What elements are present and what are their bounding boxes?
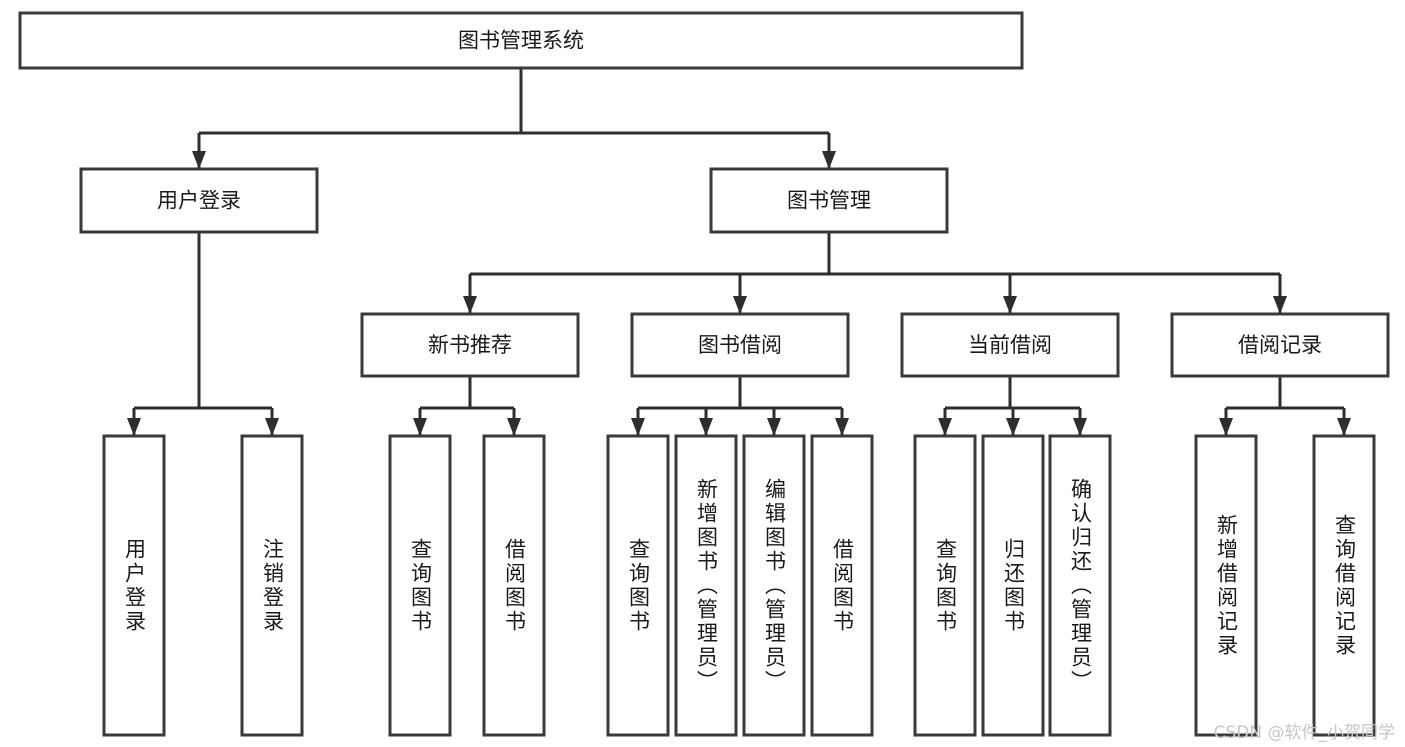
leaf-box-leaf-add-book[interactable] bbox=[674, 434, 738, 737]
node-label-current-borrow: 当前借阅 bbox=[968, 333, 1052, 357]
node-box-user-login[interactable] bbox=[79, 167, 319, 234]
leaf-box-leaf-logout[interactable] bbox=[240, 434, 304, 737]
arrow-leaf-query-book-rec bbox=[413, 418, 427, 436]
arrow-new-book-recommend bbox=[463, 296, 477, 314]
connector-layer bbox=[127, 68, 1351, 436]
node-label-user-login: 用户登录 bbox=[157, 189, 241, 213]
leaf-box-leaf-query-book-current[interactable] bbox=[913, 434, 977, 737]
arrow-user-login bbox=[192, 151, 206, 169]
node-label-new-book-recommend: 新书推荐 bbox=[428, 333, 512, 357]
node-box-current-borrow[interactable] bbox=[900, 312, 1120, 378]
arrow-leaf-borrow-book-rec bbox=[507, 418, 521, 436]
arrow-leaf-add-record bbox=[1219, 418, 1233, 436]
arrow-leaf-query-book-current bbox=[938, 418, 952, 436]
node-box-book-manage[interactable] bbox=[709, 167, 949, 234]
arrow-leaf-user-login bbox=[127, 418, 141, 436]
arrow-leaf-edit-book bbox=[767, 418, 781, 436]
arrow-leaf-return-book bbox=[1006, 418, 1020, 436]
node-label-book-manage: 图书管理 bbox=[787, 189, 871, 213]
leaf-box-leaf-user-login[interactable] bbox=[102, 434, 166, 737]
node-box-book-borrow[interactable] bbox=[630, 312, 850, 378]
leaf-box-leaf-add-record[interactable] bbox=[1194, 434, 1258, 737]
node-box-root[interactable] bbox=[18, 11, 1024, 70]
leaf-box-leaf-borrow-book-rec[interactable] bbox=[482, 434, 546, 737]
arrow-book-borrow bbox=[733, 296, 747, 314]
arrow-current-borrow bbox=[1003, 296, 1017, 314]
node-label-root: 图书管理系统 bbox=[458, 29, 584, 53]
arrow-leaf-confirm-return bbox=[1073, 418, 1087, 436]
arrow-borrow-record bbox=[1273, 296, 1287, 314]
arrow-leaf-add-book bbox=[699, 418, 713, 436]
leaf-box-leaf-query-book-borrow[interactable] bbox=[606, 434, 670, 737]
leaf-box-leaf-edit-book[interactable] bbox=[742, 434, 806, 737]
arrow-leaf-query-book-borrow bbox=[631, 418, 645, 436]
leaf-box-leaf-query-book-rec[interactable] bbox=[388, 434, 452, 737]
node-label-book-borrow: 图书借阅 bbox=[698, 333, 782, 357]
node-box-new-book-recommend[interactable] bbox=[360, 312, 580, 378]
leaf-box-leaf-query-record[interactable] bbox=[1312, 434, 1376, 737]
leaf-box-leaf-confirm-return[interactable] bbox=[1048, 434, 1112, 737]
arrow-leaf-borrow-book bbox=[835, 418, 849, 436]
arrow-leaf-logout bbox=[265, 418, 279, 436]
leaf-box-leaf-borrow-book[interactable] bbox=[810, 434, 874, 737]
arrow-leaf-query-record bbox=[1337, 418, 1351, 436]
node-label-borrow-record: 借阅记录 bbox=[1238, 333, 1322, 357]
leaf-box-leaf-return-book[interactable] bbox=[981, 434, 1045, 737]
arrow-book-manage bbox=[822, 151, 836, 169]
node-box-borrow-record[interactable] bbox=[1170, 312, 1390, 378]
